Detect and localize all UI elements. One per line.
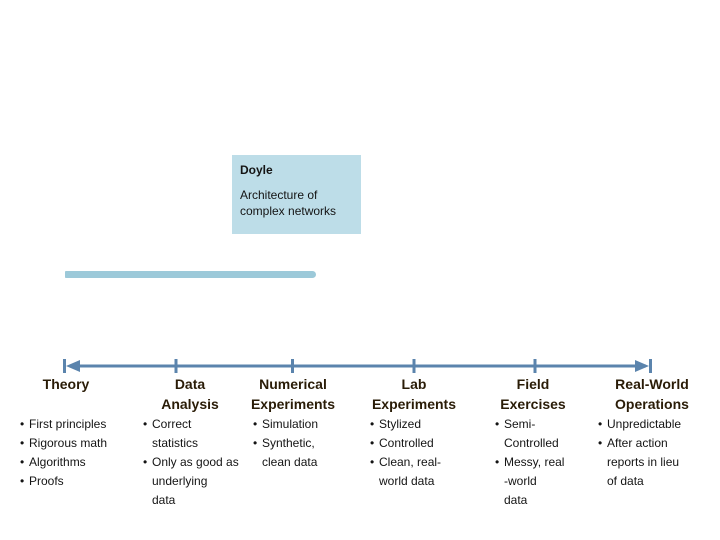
axis-tick: [412, 359, 416, 373]
bullet-item: Clean, real- world data: [370, 453, 468, 491]
column-header: Lab Experiments: [371, 376, 457, 412]
column-header: Field Exercises: [500, 376, 566, 412]
bullet-item: After action reports in lieu of data: [598, 434, 712, 491]
highlight-bar: [65, 271, 316, 278]
column-real-world: Real-World Operations UnpredictableAfter…: [592, 374, 712, 524]
column-bullet-list: UnpredictableAfter action reports in lie…: [592, 415, 712, 491]
bullet-item: Only as good as underlying data: [143, 453, 244, 510]
bullet-item: Synthetic, clean data: [253, 434, 346, 472]
column-bullet-list: First principlesRigorous mathAlgorithmsP…: [10, 415, 122, 491]
bullet-item: Proofs: [20, 472, 122, 491]
column-header: Theory: [42, 376, 90, 392]
column-lab: Lab Experiments StylizedControlledClean,…: [360, 374, 468, 524]
column-bullet-list: StylizedControlledClean, real- world dat…: [360, 415, 468, 491]
axis-tick: [533, 359, 537, 373]
axis-left-cap: [63, 359, 66, 373]
callout-title: Doyle: [240, 163, 273, 177]
column-theory: Theory First principlesRigorous mathAlgo…: [10, 374, 122, 524]
bullet-item: First principles: [20, 415, 122, 434]
column-data: Data Analysis Correct statisticsOnly as …: [136, 374, 244, 524]
callout-body: Architecture of complex networks: [240, 188, 337, 218]
column-numerical: Numerical Experiments SimulationSyntheti…: [240, 374, 346, 524]
column-header: Numerical Experiments: [250, 376, 336, 412]
axis-left-arrow-icon: [66, 360, 80, 372]
bullet-item: Simulation: [253, 415, 346, 434]
axis-right-arrow-icon: [635, 360, 649, 372]
spectrum-axis: [63, 359, 652, 373]
bullet-item: Semi- Controlled: [495, 415, 579, 453]
axis-line: [70, 364, 646, 368]
column-header: Data Analysis: [161, 376, 219, 412]
axis-right-cap: [649, 359, 652, 373]
bullet-item: Controlled: [370, 434, 468, 453]
bullet-item: Correct statistics: [143, 415, 244, 453]
column-field: Field Exercises Semi- ControlledMessy, r…: [487, 374, 579, 524]
column-bullet-list: Correct statisticsOnly as good as underl…: [136, 415, 244, 510]
column-bullet-list: SimulationSynthetic, clean data: [240, 415, 346, 472]
column-bullet-list: Semi- ControlledMessy, real -world data: [487, 415, 579, 510]
bullet-item: Stylized: [370, 415, 468, 434]
column-header: Real-World Operations: [615, 376, 689, 412]
bullet-item: Messy, real -world data: [495, 453, 579, 510]
bullet-item: Algorithms: [20, 453, 122, 472]
axis-tick: [174, 359, 178, 373]
bullet-item: Unpredictable: [598, 415, 712, 434]
doyle-callout-box: Doyle Architecture of complex networks: [232, 155, 361, 234]
bullet-item: Rigorous math: [20, 434, 122, 453]
axis-tick: [291, 359, 294, 373]
